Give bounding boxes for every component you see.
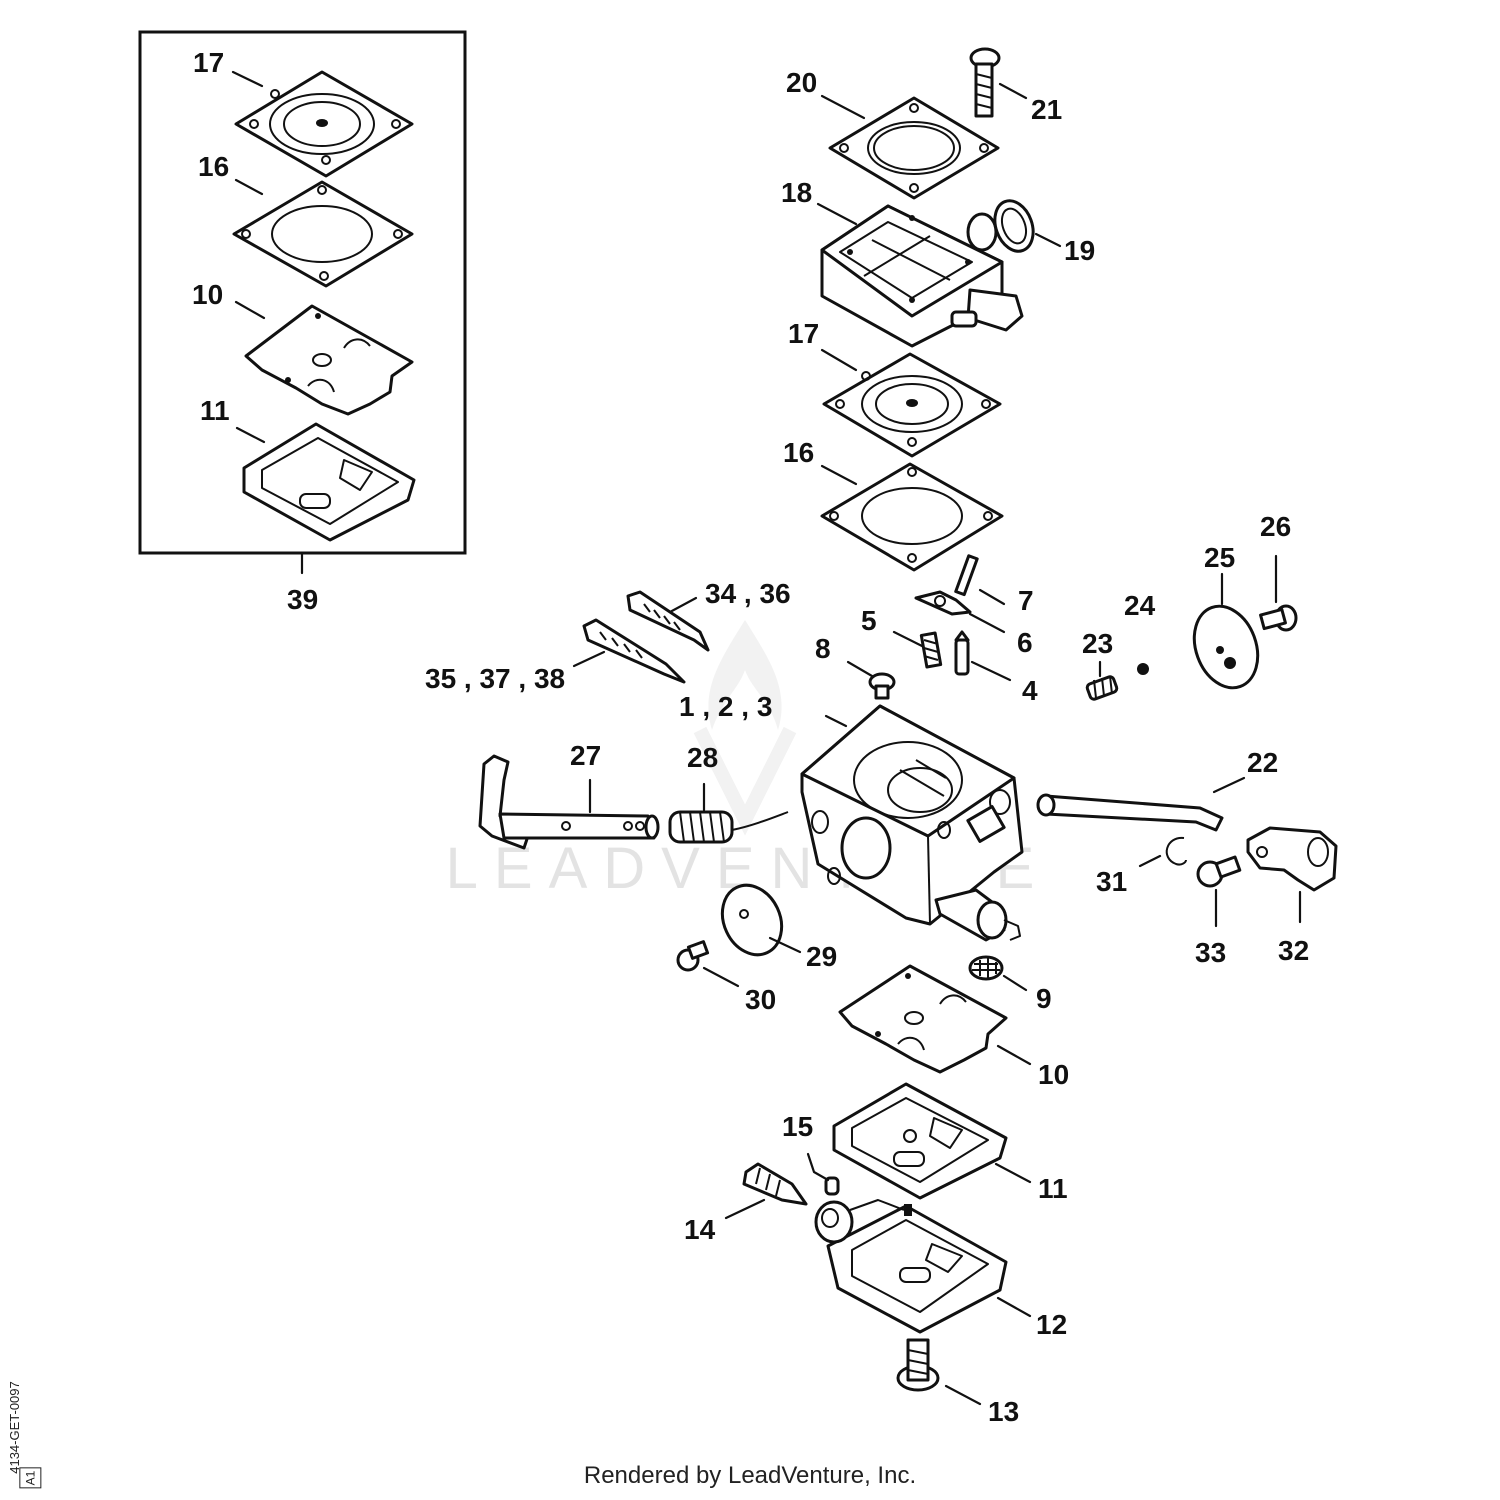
torsion-spring-28: [668, 810, 789, 844]
part-15: [824, 1176, 840, 1196]
footer-credit: Rendered by LeadVenture, Inc.: [583, 1462, 917, 1489]
kit-gasket-11: [242, 422, 416, 542]
leader-lines: [572, 82, 1302, 1406]
o-ring-19: [993, 199, 1035, 253]
kit-label-17: 17: [193, 47, 224, 78]
callout-6: 6: [1017, 627, 1033, 658]
callout-9: 9: [1036, 983, 1052, 1014]
callout-8: 8: [815, 633, 831, 664]
throttle-shaft-22: [1036, 793, 1224, 832]
callout-5: 5: [861, 605, 877, 636]
callout-labels: 20 21 18 19 17 16 7 6 5 4 8 34 , 36 35 ,…: [425, 67, 1309, 1427]
callout-7: 7: [1018, 585, 1034, 616]
inlet-lever-6: [914, 590, 972, 616]
callout-18: 18: [781, 177, 812, 208]
callout-28: 28: [687, 742, 718, 773]
callout-21: 21: [1031, 94, 1062, 125]
kit-label-16: 16: [198, 151, 229, 182]
callout-11: 11: [1038, 1173, 1068, 1204]
metering-gasket-11: [832, 1082, 1008, 1200]
callout-16: 16: [783, 437, 814, 468]
callout-10: 10: [1038, 1059, 1069, 1090]
pump-diaphragm-17: [822, 352, 1002, 458]
kit-number-label: 39: [287, 584, 318, 615]
metering-cover-12: [814, 1199, 1008, 1334]
e-clip-31: [1165, 836, 1187, 866]
callout-15: 15: [782, 1111, 813, 1142]
pin-7: [954, 554, 979, 597]
metering-diaphragm-10: [838, 964, 1008, 1074]
kit-metering-diaphragm-10: [244, 304, 414, 416]
spring-5: [919, 631, 943, 669]
callout-4: 4: [1022, 675, 1038, 706]
callout-1-2-3: 1 , 2 , 3: [679, 691, 772, 722]
callout-30: 30: [745, 984, 776, 1015]
choke-shutter-29: [720, 883, 784, 957]
callout-31: 31: [1096, 866, 1127, 897]
screw-26: [1259, 604, 1298, 632]
callout-17: 17: [788, 318, 819, 349]
pump-gasket-16: [820, 462, 1004, 572]
callout-29: 29: [806, 941, 837, 972]
callout-26: 26: [1260, 511, 1291, 542]
throttle-lever-32: [1246, 826, 1338, 892]
fuel-screen-9: [968, 955, 1004, 981]
callout-24: 24: [1124, 590, 1156, 621]
callout-32: 32: [1278, 935, 1309, 966]
throttle-shutter-25: [1192, 604, 1260, 690]
watermark-logo: [693, 620, 797, 836]
screw-8: [868, 672, 896, 700]
screw-13: [896, 1338, 940, 1392]
callout-13: 13: [988, 1396, 1019, 1427]
callout-33: 33: [1195, 937, 1226, 968]
choke-shaft-27: [478, 754, 660, 850]
callout-19: 19: [1064, 235, 1095, 266]
screw-33: [1196, 855, 1242, 888]
callout-27: 27: [570, 740, 601, 771]
callout-14: 14: [684, 1214, 716, 1245]
callout-22: 22: [1247, 747, 1278, 778]
adjusting-screw-34-36: [626, 590, 710, 652]
inlet-needle-4: [954, 630, 970, 676]
adjusting-screw-35-37-38: [582, 618, 686, 684]
pump-cover-gasket-20: [828, 96, 1000, 200]
kit-gasket-16: [232, 180, 414, 288]
document-id: 4134-GET-0097: [6, 1381, 22, 1474]
callout-25: 25: [1204, 542, 1235, 573]
kit-diaphragm-17: [234, 70, 414, 178]
kit-label-11: 11: [200, 395, 230, 426]
pump-body-18: [820, 204, 1024, 348]
callout-12: 12: [1036, 1309, 1067, 1340]
callout-23: 23: [1082, 628, 1113, 659]
callout-35-37-38: 35 , 37 , 38: [425, 663, 565, 694]
screw-30: [676, 940, 710, 972]
kit-box: 39 17 16: [138, 30, 467, 615]
callout-34-36: 34 , 36: [705, 578, 791, 609]
spring-23: [1085, 675, 1119, 701]
carburetor-body-1-2-3: [800, 704, 1024, 942]
fuel-strainer-14: [742, 1162, 808, 1206]
screw-21: [969, 47, 1001, 118]
kit-label-10: 10: [192, 279, 223, 310]
ball-24: [1137, 663, 1149, 675]
callout-20: 20: [786, 67, 817, 98]
